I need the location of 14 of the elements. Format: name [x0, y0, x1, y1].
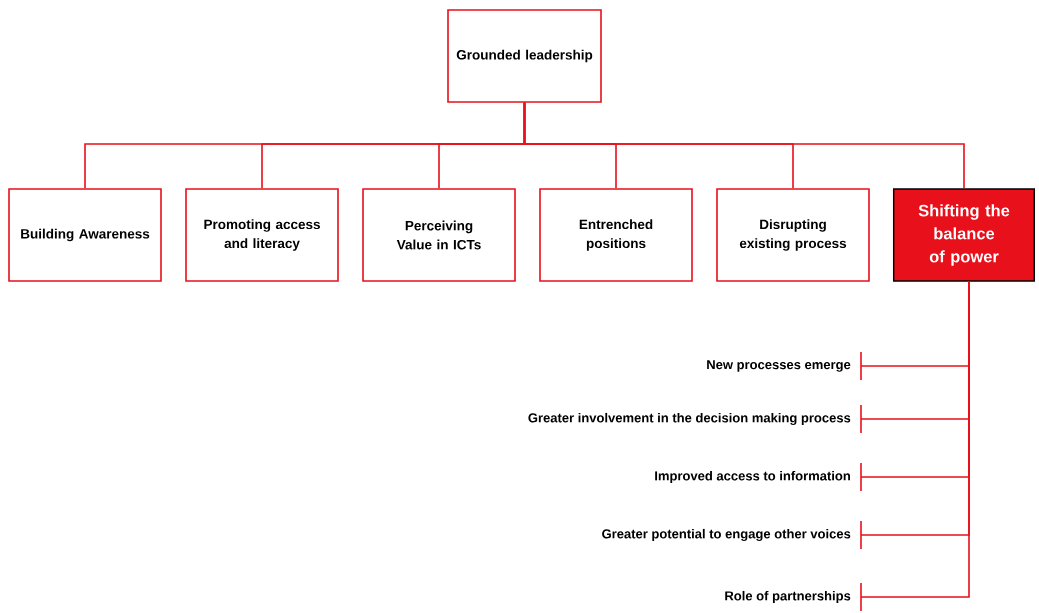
highlighted-box: Shifting the balance of power [892, 188, 1036, 282]
bracket-connector [860, 280, 970, 612]
tree-connector [523, 102, 965, 190]
category-box: Entrenched positions [539, 188, 693, 282]
outcome-text: New processes emerge [707, 360, 851, 372]
outcome-text: Role of partnerships [725, 590, 851, 604]
outcome-text: Improved access to information [655, 470, 850, 484]
outcome-text: Greater potential to engage other voices [602, 528, 851, 542]
category-box: Grounded leadership [447, 9, 602, 103]
category-box: Disrupting existing process [716, 188, 870, 282]
category-box: Perceiving Value in ICTs [362, 188, 516, 282]
outcome-text: Greater involvement in the decision making process [528, 412, 851, 426]
category-box: Building Awareness [8, 188, 162, 282]
category-box: Promoting access and literacy [185, 188, 339, 282]
